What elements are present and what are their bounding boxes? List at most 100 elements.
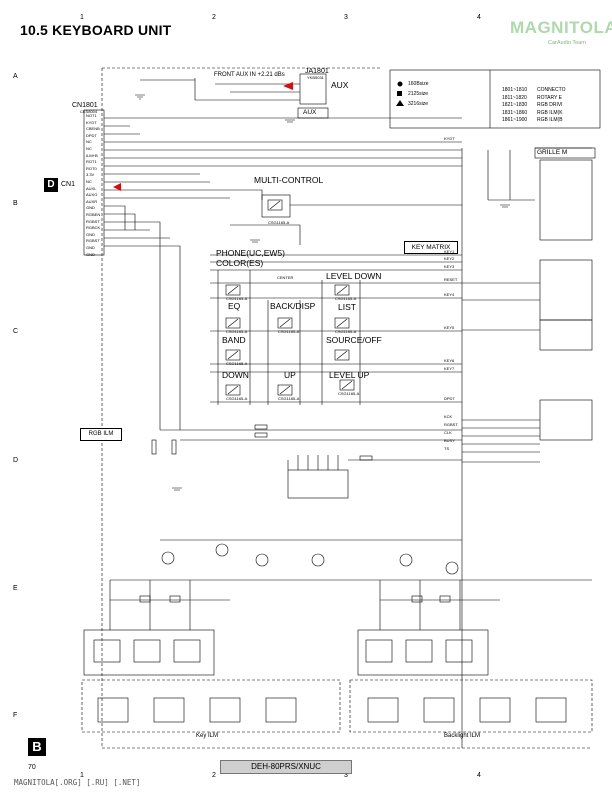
connector-pin: AUXR: [86, 198, 98, 204]
connector-pin: ILM+B: [86, 152, 98, 158]
aux-jack-name: JA1801: [305, 68, 329, 75]
connector-pin: AUXL: [86, 185, 97, 191]
key-center-label: CENTER: [277, 275, 294, 280]
aux-level-label: FRONT AUX IN +2.21 dBs: [214, 72, 285, 78]
key-ilm-label: Key ILM: [196, 733, 219, 739]
connector-part: CKS8004: [80, 109, 98, 114]
backlight-ilm-label: Backlight ILM: [444, 733, 481, 739]
connector-pin: ROT0: [86, 165, 97, 171]
key-level-down-label: LEVEL DOWN: [326, 271, 382, 281]
connector-pin: NC: [86, 146, 92, 151]
legend-desc: RGB DRIVI: [537, 102, 563, 108]
switch-part-label: CSG1165-A: [335, 329, 357, 334]
connector-pin: RGBCK: [86, 225, 101, 231]
connector-pin: GND: [86, 231, 95, 237]
aux-label: AUX: [331, 80, 349, 90]
signal-label: KCK: [444, 414, 453, 419]
column-number: 1: [80, 772, 84, 779]
connector-pin: NC: [86, 179, 92, 184]
connector-pin: NOT1: [86, 113, 97, 118]
switch-part-label: CSG1165-A: [338, 391, 360, 396]
row-letter: C: [13, 328, 19, 335]
column-number: 2: [212, 772, 216, 779]
key-back-label: BACK/DISP: [270, 301, 316, 311]
signal-label: BUSY: [444, 438, 455, 443]
cn1-label: CN1: [61, 181, 76, 188]
row-letter: B: [13, 200, 18, 207]
row-letter: E: [13, 585, 18, 592]
multi-control-label: MULTI-CONTROL: [254, 175, 324, 185]
connector-pin: RGBEN: [86, 212, 101, 217]
signal-label: TS: [444, 446, 450, 451]
row-letter: D: [13, 457, 19, 464]
switch-part-label: CSG1165-A: [268, 220, 290, 225]
legend-ref: 1831~1860: [502, 109, 528, 116]
switch-part-label: CSG1165-A: [278, 329, 300, 334]
connector-pin: GND: [86, 245, 95, 250]
watermark-subtitle: CarAudio Team: [548, 40, 586, 46]
key-eq-label: EQ: [228, 301, 241, 311]
key-matrix-label: KEY MATRIX: [404, 241, 458, 254]
column-number: 3: [344, 14, 348, 21]
column-number: 4: [477, 14, 481, 21]
rgb-ilm-label: RGB ILM: [80, 428, 122, 441]
legend-item: 2125size: [408, 91, 429, 97]
signal-label: KEY2: [444, 256, 455, 261]
connector-pin: DPDT: [86, 132, 97, 138]
aux-box-label: AUX: [303, 109, 317, 116]
signal-label: KYDT: [444, 136, 455, 141]
switch-part-label: CSG1165-A: [226, 329, 248, 334]
page-title: 10.5 KEYBOARD UNIT: [20, 22, 172, 38]
signal-label: CLK: [444, 430, 452, 435]
signal-label: RGBST: [444, 422, 458, 427]
signal-label: KEY1: [444, 249, 455, 254]
connector-pin: NC: [86, 139, 92, 145]
signal-label: KEY6: [444, 358, 455, 363]
connector-name: CN1801: [72, 102, 98, 109]
switch-part-label: CSG1165-A: [226, 296, 248, 301]
legend-ref: 1801~1810: [502, 87, 528, 93]
connector-pin: RGBST: [86, 238, 100, 244]
connector-pin: RGBST: [86, 218, 100, 224]
legend-desc: RGB ILM(K: [537, 109, 563, 116]
page-number: 70: [28, 764, 36, 771]
column-number: 3: [344, 772, 348, 779]
legend-item: 160Bsize: [408, 81, 429, 87]
section-badge-d: D: [44, 178, 58, 192]
connector-pin: ROT1: [86, 159, 97, 165]
switch-part-label: CSG1165-A: [226, 361, 248, 366]
legend-ref: 1821~1830: [502, 102, 528, 108]
row-letter: A: [13, 73, 18, 80]
signal-label: KEY4: [444, 292, 455, 297]
legend-ref: 1811~1820: [502, 94, 527, 101]
key-up-label: UP: [284, 370, 296, 380]
switch-part-label: CSG1165-A: [335, 296, 357, 301]
connector-pin: KYDT: [86, 119, 97, 125]
aux-jack-part: YKB5031: [307, 75, 324, 80]
signal-label: KEY7: [444, 366, 455, 371]
footer-watermark: MAGNITOLA[.ORG] [.RU] [.NET]: [14, 778, 141, 787]
model-label: DEH-80PRS/XNUC: [220, 760, 352, 774]
connector-pin: GND: [86, 205, 95, 211]
section-badge-b: B: [28, 738, 46, 756]
legend-item: 3216size: [408, 101, 429, 107]
signal-label: DPDT: [444, 396, 455, 401]
connector-pin: 3.3V: [86, 172, 95, 178]
key-phone-label: PHONE(UC,EW5): [216, 248, 285, 258]
legend-desc: CONNECTO: [537, 87, 566, 93]
watermark-logo: MAGNITOLA: [510, 18, 612, 37]
key-color-label: COLOR(ES): [216, 258, 264, 268]
key-source-label: SOURCE/OFF: [326, 335, 382, 345]
legend-desc: ROTARY E: [537, 94, 563, 101]
switch-part-label: CSG1165-A: [226, 396, 248, 401]
switch-part-label: CSG1165-A: [278, 396, 300, 401]
signal-label: KEY5: [444, 325, 455, 330]
key-band-label: BAND: [222, 335, 246, 345]
connector-pin: AUXG: [86, 192, 98, 198]
legend-desc: RGB ILM(B: [537, 117, 563, 123]
connector-pin: GND: [86, 251, 95, 257]
signal-label: KEY3: [444, 264, 455, 269]
row-letter: F: [13, 712, 18, 719]
column-number: 2: [212, 14, 216, 21]
